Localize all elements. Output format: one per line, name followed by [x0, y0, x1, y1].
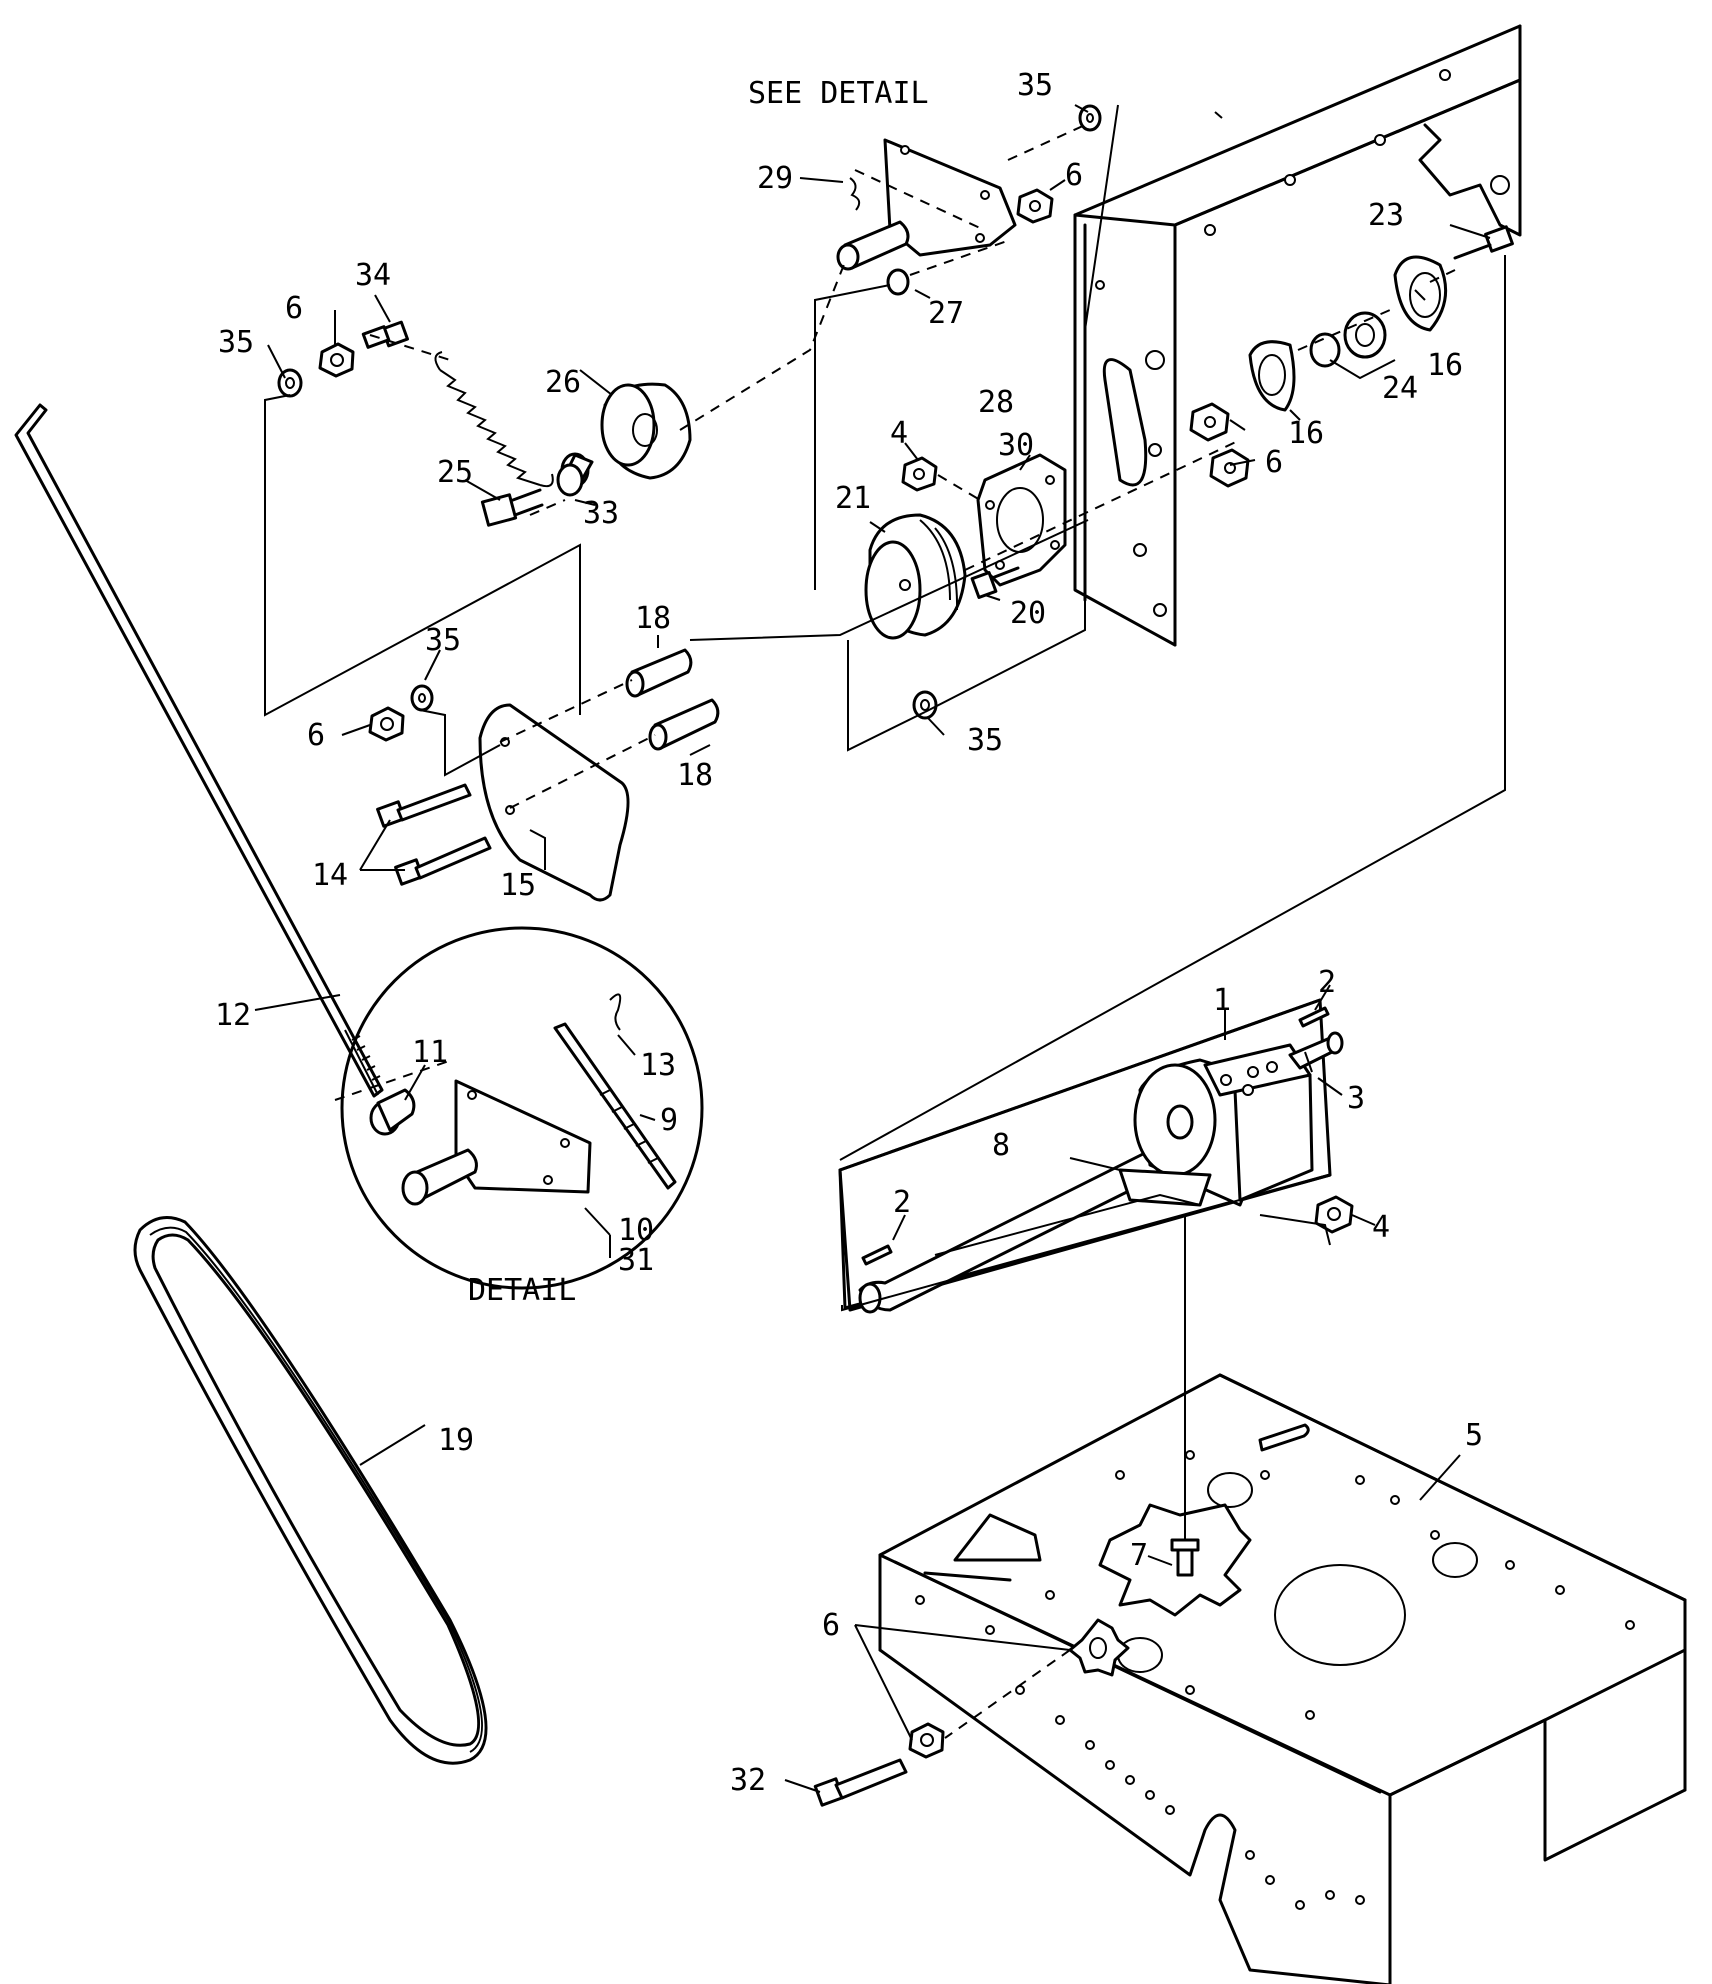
connector-lines: [264, 104, 1506, 1540]
bolt-32: [813, 1758, 908, 1807]
part-label-6: 6: [1265, 445, 1283, 480]
part-label-8: 8: [992, 1128, 1010, 1163]
part-label-35: 35: [425, 623, 461, 658]
hex-nut-6-top: [1016, 188, 1054, 224]
part-label-4: 4: [1372, 1210, 1390, 1245]
hex-nut-6-panel: [1189, 402, 1250, 488]
part-label-2: 2: [893, 1185, 911, 1220]
part-label-35: 35: [218, 325, 254, 360]
part-label-14: 14: [312, 858, 348, 893]
see-detail-label: SEE DETAIL: [748, 76, 929, 111]
support-bracket: [836, 138, 1017, 271]
key-2-left: [861, 1244, 893, 1266]
hex-nut-4-upper: [901, 456, 938, 492]
part-label-18: 18: [677, 758, 713, 793]
bolts-14: [376, 783, 492, 886]
bolt-34: [361, 320, 409, 349]
part-label-30: 30: [998, 428, 1034, 463]
hex-nut-6-mid: [368, 706, 405, 742]
pulley-21: [864, 513, 967, 640]
key-2-right: [1298, 1006, 1330, 1028]
part-label-2: 2: [1318, 965, 1336, 1000]
part-label-34: 34: [355, 258, 391, 293]
part-label-33: 33: [583, 496, 619, 531]
part-label-15: 15: [500, 868, 536, 903]
part-label-21: 21: [835, 481, 871, 516]
arm-plate-15: [478, 703, 630, 902]
hex-nut-6-base: [908, 1722, 945, 1759]
part-label-25: 25: [437, 455, 473, 490]
part-label-12: 12: [215, 998, 251, 1033]
part-label-7: 7: [1130, 1538, 1148, 1573]
part-label-35: 35: [967, 723, 1003, 758]
bolt-20: [970, 566, 1020, 599]
part-label-10: 10: [618, 1213, 654, 1248]
part-label-16: 16: [1427, 348, 1463, 383]
spring-34-assembly: [434, 351, 554, 488]
alignment-lines: [334, 124, 1456, 1739]
part-label-6: 6: [307, 718, 325, 753]
part-label-29: 29: [757, 161, 793, 196]
part-label-32: 32: [730, 1763, 766, 1798]
frame-base-5: [878, 1373, 1687, 1984]
part-label-28: 28: [978, 385, 1014, 420]
housing-panel: [1073, 24, 1522, 647]
part-label-27: 27: [928, 296, 964, 331]
bearing-flange-16-right: [1393, 255, 1448, 332]
spacer-27: [886, 268, 910, 296]
cotter-pin-29: [849, 177, 861, 211]
gearbox-assembly: [838, 998, 1344, 1314]
part-label-6: 6: [822, 1608, 840, 1643]
control-rod-12: [14, 403, 384, 1098]
washer-35-mid: [410, 684, 434, 712]
v-belt-19: [133, 1216, 488, 1765]
washer-35-top: [1078, 104, 1102, 132]
spacer-18-upper: [625, 648, 693, 698]
hex-nut-4-gearbox: [1314, 1195, 1354, 1234]
bearing-flange-16-left: [1248, 340, 1296, 412]
bolt-23: [1453, 225, 1514, 260]
leader-lines: [254, 104, 1491, 1793]
part-label-6: 6: [285, 291, 303, 326]
hex-nut-6-left: [318, 342, 355, 378]
part-label-11: 11: [412, 1035, 448, 1070]
part-label-18: 18: [635, 601, 671, 636]
part-label-23: 23: [1368, 198, 1404, 233]
bushing-33: [556, 452, 594, 497]
part-label-13: 13: [640, 1048, 676, 1083]
spacer-18-lower: [648, 698, 720, 751]
washer-35-lower: [912, 690, 938, 720]
part-label-6: 6: [1065, 158, 1083, 193]
part-label-4: 4: [890, 416, 908, 451]
part-labels: SEE DETAIL DETAIL 35 29 6 23 34 6 35 27 …: [215, 68, 1483, 1798]
part-label-19: 19: [438, 1423, 474, 1458]
part-label-1: 1: [1213, 983, 1231, 1018]
detail-view: [340, 926, 704, 1290]
idler-pulley-26: [600, 382, 692, 480]
part-label-31: 31: [618, 1243, 654, 1278]
part-label-9: 9: [660, 1103, 678, 1138]
part-label-5: 5: [1465, 1418, 1483, 1453]
part-label-20: 20: [1010, 596, 1046, 631]
part-label-3: 3: [1347, 1081, 1365, 1116]
part-label-35: 35: [1017, 68, 1053, 103]
part-label-16: 16: [1288, 416, 1324, 451]
detail-label: DETAIL: [468, 1273, 576, 1308]
part-label-26: 26: [545, 365, 581, 400]
part-label-24: 24: [1382, 371, 1418, 406]
